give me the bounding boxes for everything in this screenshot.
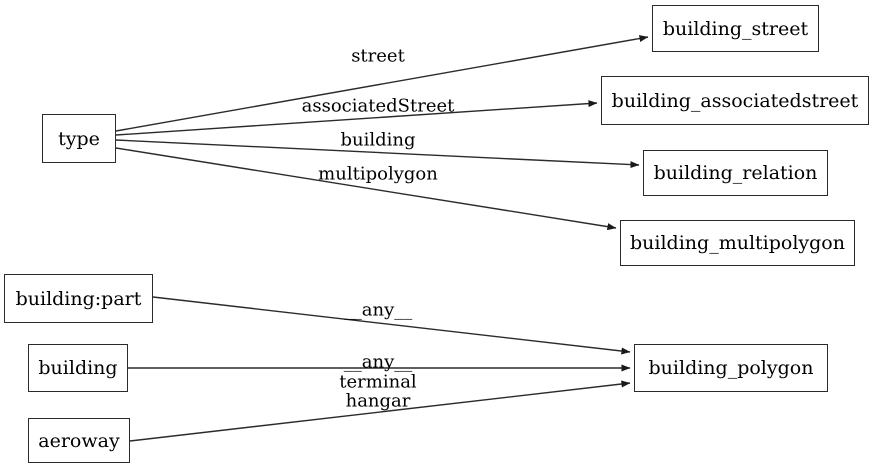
edge-type-to-building_multipolygon — [115, 147, 617, 231]
edge-label-type-to-building_street: street — [351, 45, 405, 67]
edge-label-type-to-building_associatedstreet: associatedStreet — [301, 95, 455, 117]
node-type[interactable]: type — [42, 114, 116, 163]
edge-label-building-to-building_polygon: __any__ — [343, 351, 413, 373]
edge-type-to-building_associatedstreet — [115, 100, 598, 136]
edge-type-to-building_relation — [115, 139, 640, 169]
edge-building_part-to-building_polygon — [152, 296, 631, 355]
edge-type-to-building_street — [115, 35, 649, 132]
node-building_polygon[interactable]: building_polygon — [634, 344, 828, 392]
edge-label-type-to-building_relation: building — [340, 129, 416, 151]
edge-label-building_part-to-building_polygon: __any__ — [343, 299, 413, 321]
edge-aeroway-to-building_polygon — [129, 380, 631, 442]
node-building_street[interactable]: building_street — [652, 5, 819, 52]
edge-label-type-to-building_multipolygon: multipolygon — [318, 163, 438, 185]
edge-lines — [115, 35, 649, 442]
node-building_part[interactable]: building:part — [4, 274, 153, 323]
node-aeroway[interactable]: aeroway — [28, 418, 130, 463]
node-building_multipolygon[interactable]: building_multipolygon — [620, 220, 855, 266]
node-building_relation[interactable]: building_relation — [643, 150, 828, 196]
node-building_associatedstreet[interactable]: building_associatedstreet — [601, 76, 869, 125]
node-building[interactable]: building — [28, 344, 128, 392]
